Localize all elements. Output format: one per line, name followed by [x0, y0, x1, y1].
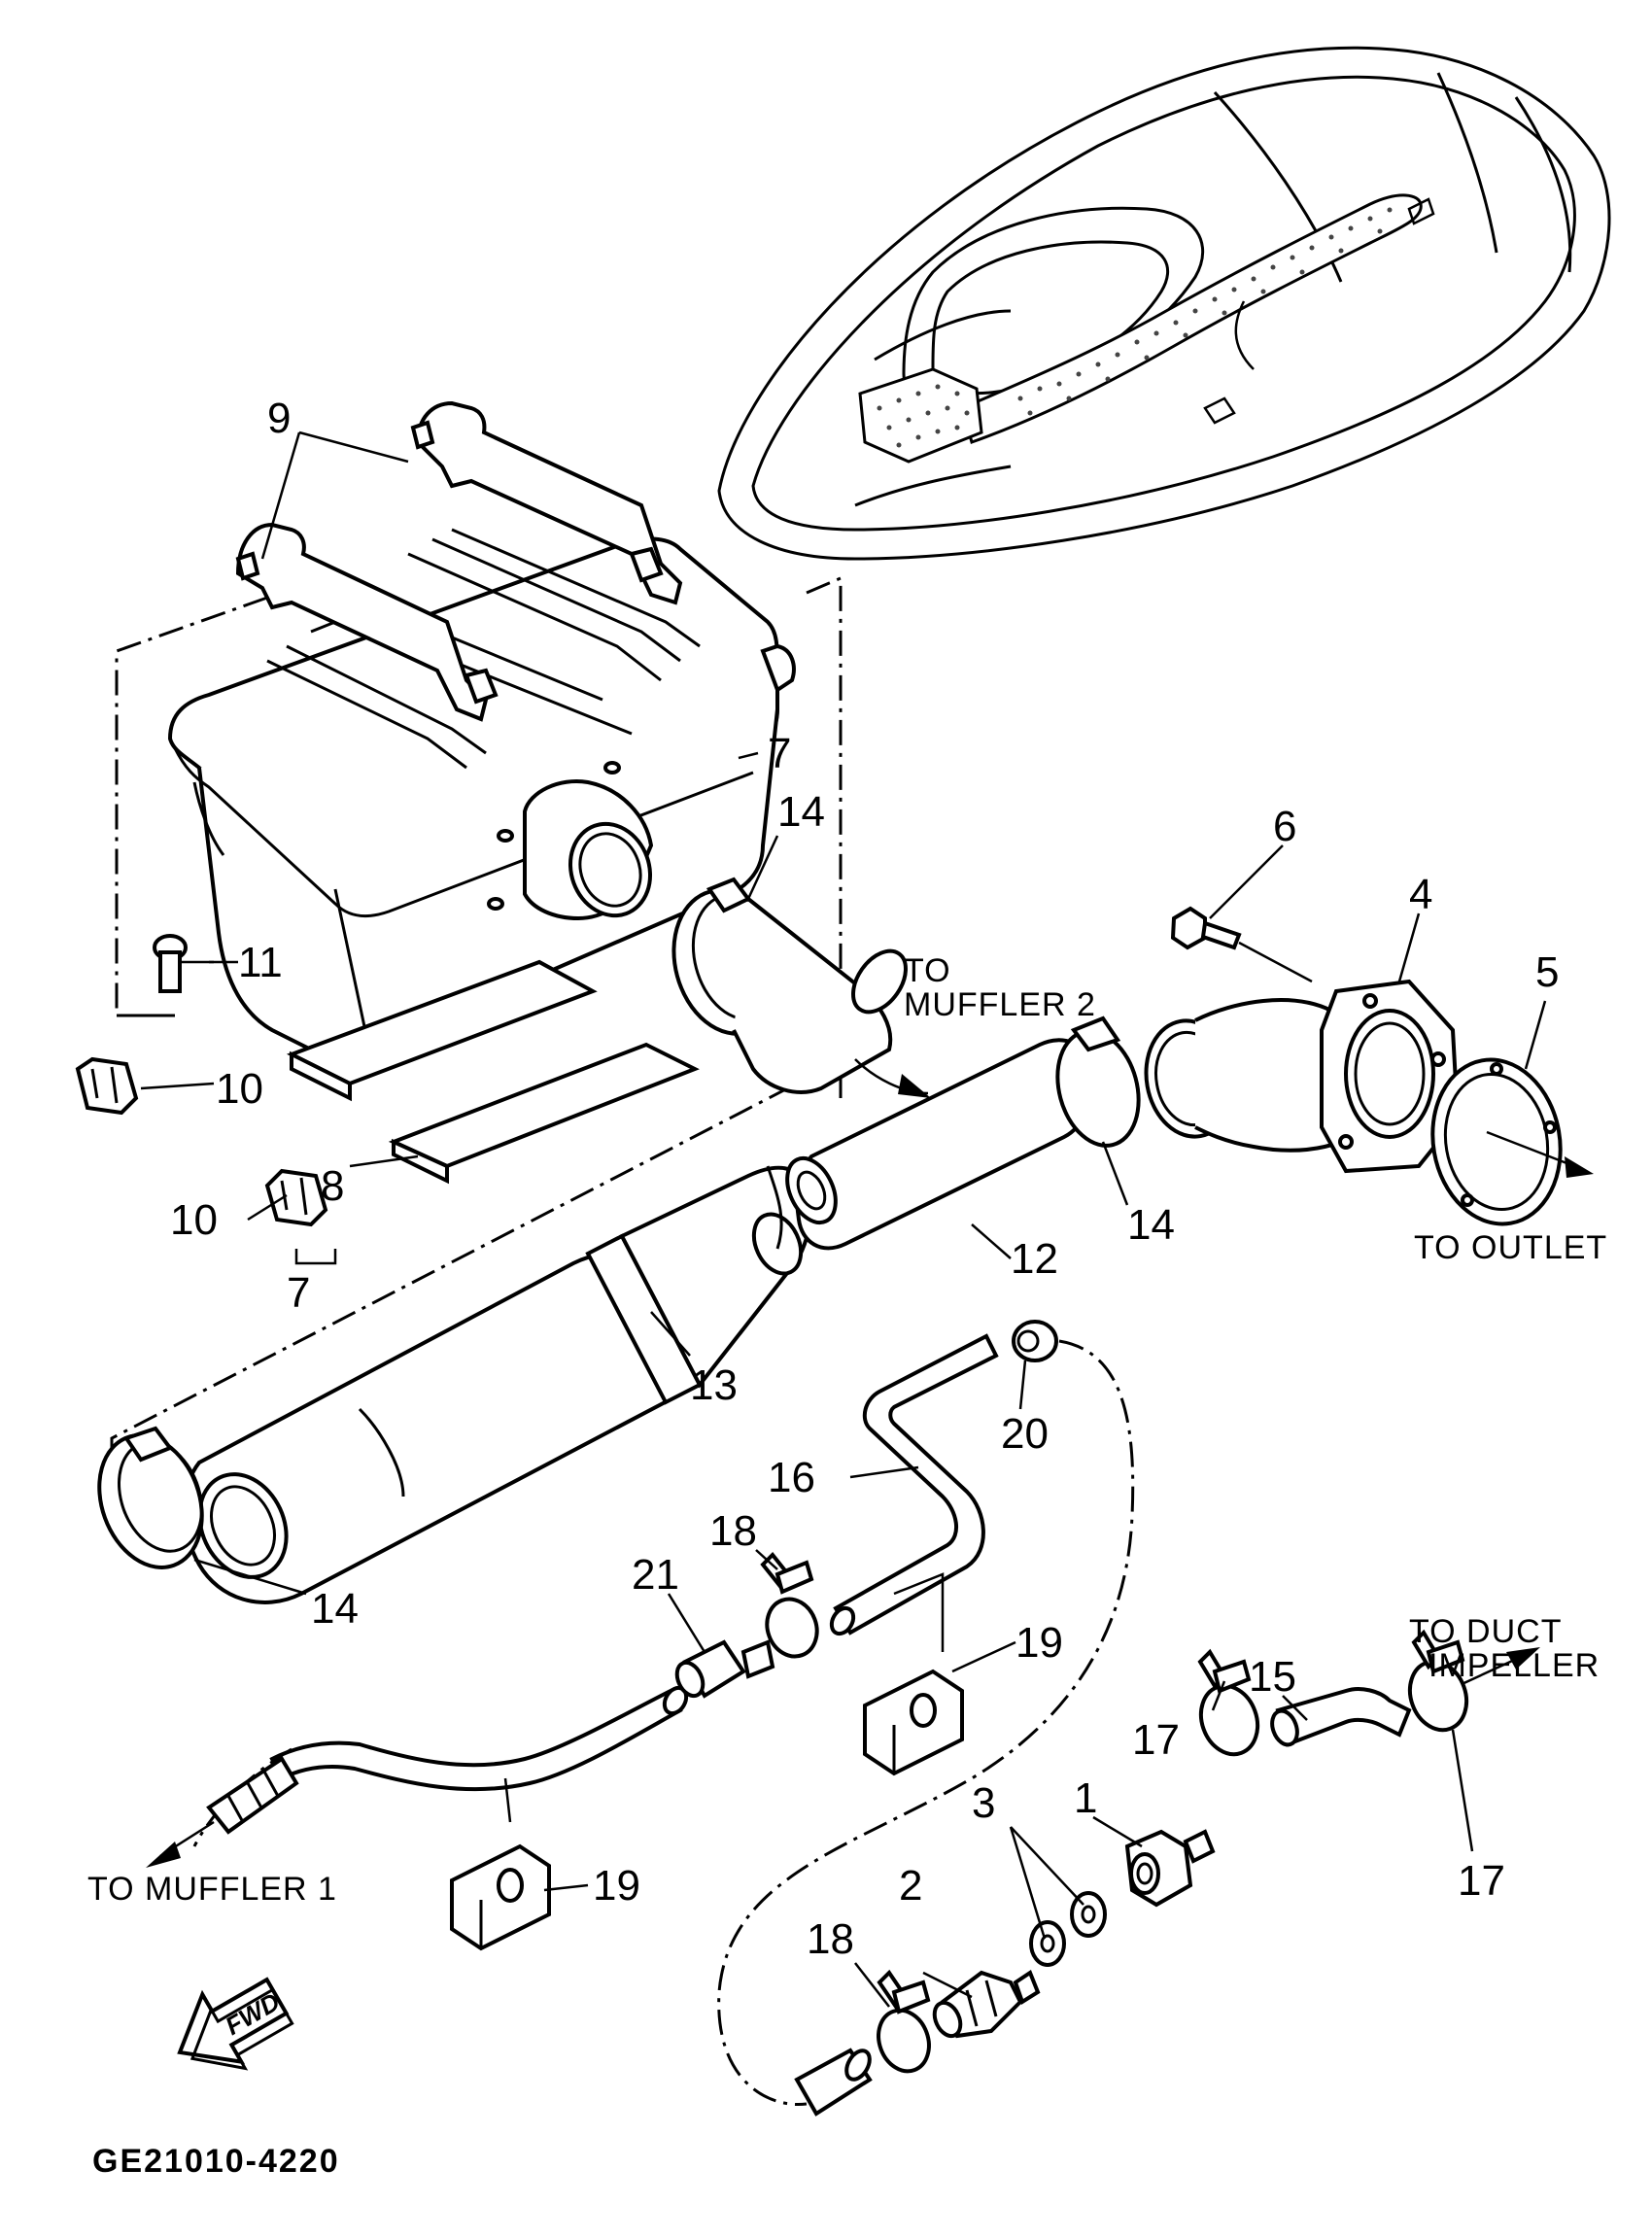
direction-arrow-icon: [1506, 1647, 1540, 1670]
direction-arrow-icon: [146, 1842, 181, 1868]
callout-17-right: 17: [1458, 1857, 1505, 1905]
water-hoses: [146, 1320, 1540, 2117]
direction-arrow-icon: [898, 1074, 931, 1098]
to-muffler-2-line1: TO: [904, 952, 951, 989]
callout-21: 21: [632, 1551, 679, 1599]
direction-labels: TO MUFFLER 2 TO OUTLET TO DUCT IMPELLER …: [87, 952, 1607, 1908]
hose-shading: [1017, 207, 1393, 416]
to-duct-line1: TO DUCT: [1409, 1613, 1562, 1650]
callout-19-lower: 19: [593, 1862, 640, 1910]
callout-9: 9: [267, 395, 291, 442]
callout-10-bottom: 10: [170, 1196, 218, 1244]
direction-arrow-icon: [1565, 1156, 1594, 1178]
to-muffler-1: TO MUFFLER 1: [87, 1871, 337, 1908]
brackets: [450, 1669, 964, 1951]
callout-11: 11: [238, 939, 283, 986]
callout-labels: 9 7 14 6 4 5 11 10 10 8 7 14 12 13 20 16…: [170, 395, 1559, 1963]
callout-14-middle: 14: [1127, 1201, 1175, 1249]
callout-20: 20: [1001, 1410, 1049, 1458]
callout-12: 12: [1011, 1235, 1058, 1283]
callout-7-bottom: 7: [287, 1269, 310, 1317]
callout-8: 8: [321, 1162, 344, 1210]
outlet-elbow: [1144, 906, 1594, 1226]
callout-16: 16: [768, 1454, 815, 1501]
callout-13: 13: [690, 1361, 738, 1409]
callout-5: 5: [1535, 948, 1559, 996]
muffler-assembly: [110, 1038, 1096, 1604]
callout-18-lower: 18: [807, 1915, 854, 1963]
to-muffler-2-line2: MUFFLER 2: [904, 986, 1096, 1023]
callout-18-upper: 18: [709, 1507, 757, 1555]
callout-4: 4: [1409, 871, 1432, 918]
connector-hose: [732, 897, 929, 1095]
callout-7-top: 7: [768, 730, 791, 777]
callout-19-upper: 19: [1015, 1619, 1063, 1667]
to-outlet: TO OUTLET: [1414, 1229, 1607, 1266]
water-lock-box: [115, 400, 843, 1098]
callout-1: 1: [1074, 1774, 1097, 1822]
callout-15: 15: [1249, 1653, 1296, 1701]
callout-14-top: 14: [777, 788, 825, 836]
callout-6: 6: [1273, 803, 1296, 850]
drawing-code: GE21010-4220: [92, 2143, 340, 2180]
box-shading: [877, 384, 970, 448]
callout-14-bottom: 14: [311, 1585, 359, 1633]
fittings: [674, 1552, 1469, 2074]
callout-2: 2: [899, 1862, 922, 1910]
fasteners: [75, 934, 328, 1227]
leader-lines: [140, 430, 1547, 2008]
callout-17-left: 17: [1132, 1716, 1180, 1764]
fwd-arrow-icon: FWD: [177, 1977, 294, 2071]
callout-10-top: 10: [216, 1065, 263, 1113]
pads: [286, 959, 700, 1185]
to-duct-line2: IMPELLER: [1428, 1647, 1600, 1684]
callout-3: 3: [972, 1779, 995, 1827]
watercraft-overview: [717, 46, 1611, 561]
